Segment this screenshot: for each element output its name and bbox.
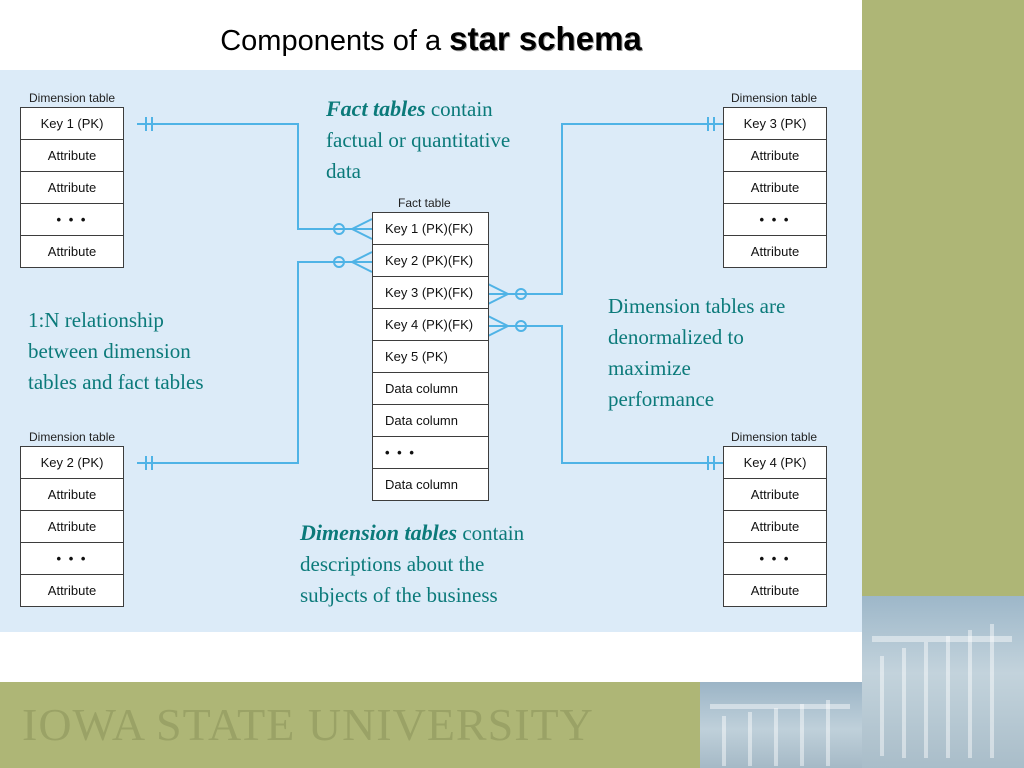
fact-tables-note-line1: contain: [430, 97, 493, 121]
title-prefix: Components of a: [220, 25, 442, 57]
sidebar-band: [862, 0, 1024, 596]
title-emphasis: star schema: [449, 20, 642, 57]
table-row: Data column: [373, 405, 488, 437]
table-row: Attribute: [750, 583, 800, 598]
table-row: • • •: [21, 543, 123, 575]
relationship-note: 1:N relationship between dimension table…: [28, 305, 204, 398]
table-row: Attribute: [724, 172, 826, 204]
table-row: Key 3 (PK): [724, 108, 826, 140]
table-row: Attribute: [724, 140, 826, 172]
dimension-tables-note-line3: subjects of the business: [300, 583, 498, 607]
fact-tables-note-line2: factual or quantitative: [326, 128, 511, 152]
dimension-table-3-caption: Dimension table: [731, 91, 818, 105]
table-row: Key 5 (PK): [373, 341, 488, 373]
table-row: Attribute: [21, 479, 123, 511]
fact-tables-note-emphasis: Fact tables: [326, 96, 426, 121]
university-wordmark: IOWA STATE UNIVERSITY: [22, 699, 594, 750]
footer-building-photo: [700, 682, 862, 768]
denormalized-note-line2: denormalized to: [608, 325, 744, 349]
table-row: Attribute: [724, 479, 826, 511]
table-row: • • •: [724, 543, 826, 575]
table-row: • • •: [21, 204, 123, 236]
table-row: Key 2 (PK)(FK): [373, 245, 488, 277]
table-row: Key 3 (PK)(FK): [373, 277, 488, 309]
relationship-note-line3: tables and fact tables: [28, 370, 204, 394]
dimension-table-4-caption: Dimension table: [731, 430, 818, 444]
table-row: • • •: [724, 204, 826, 236]
page-title: Components of a star schema: [0, 20, 862, 58]
table-row: Attribute: [724, 511, 826, 543]
dimension-table-3: Key 3 (PK) Attribute Attribute • • • Att…: [723, 107, 827, 268]
footer-band: IOWA STATE UNIVERSITY: [0, 682, 862, 768]
relationship-note-line2: between dimension: [28, 339, 191, 363]
table-row: Key 2 (PK): [21, 447, 123, 479]
table-row: Attribute: [47, 244, 97, 259]
dimension-tables-note-line2: descriptions about the: [300, 552, 485, 576]
denormalized-note: Dimension tables are denormalized to max…: [608, 291, 785, 415]
fact-table: Key 1 (PK)(FK) Key 2 (PK)(FK) Key 3 (PK)…: [372, 212, 489, 501]
building-photo: [862, 596, 1024, 768]
table-row: Attribute: [21, 511, 123, 543]
table-row: • • •: [373, 437, 488, 469]
table-row: Data column: [385, 477, 458, 492]
fact-table-caption: Fact table: [398, 196, 451, 210]
table-row: Attribute: [750, 244, 800, 259]
fact-tables-note-line3: data: [326, 159, 361, 183]
table-row: Data column: [373, 373, 488, 405]
denormalized-note-line4: performance: [608, 387, 715, 411]
dimension-table-2-caption: Dimension table: [29, 430, 116, 444]
denormalized-note-line1: Dimension tables are: [608, 294, 786, 318]
relationship-note-line1: 1:N relationship: [28, 308, 164, 332]
denormalized-note-line3: maximize: [608, 356, 691, 380]
dimension-tables-note-emphasis: Dimension tables: [300, 520, 458, 545]
table-row: Key 1 (PK)(FK): [373, 213, 488, 245]
connector-key3: [488, 123, 723, 295]
table-row: Attribute: [21, 140, 123, 172]
dimension-tables-note-line1: contain: [462, 521, 525, 545]
table-row: Key 4 (PK): [724, 447, 826, 479]
table-row: Key 4 (PK)(FK): [373, 309, 488, 341]
dimension-table-1-caption: Dimension table: [29, 91, 116, 105]
table-row: Attribute: [21, 172, 123, 204]
dimension-tables-note: Dimension tables contain descriptions ab…: [300, 517, 524, 611]
table-row: Attribute: [47, 583, 97, 598]
fact-tables-note: Fact tables contain factual or quantitat…: [326, 93, 510, 187]
dimension-table-1: Key 1 (PK) Attribute Attribute • • • Att…: [20, 107, 124, 268]
dimension-table-2: Key 2 (PK) Attribute Attribute • • • Att…: [20, 446, 124, 607]
dimension-table-4: Key 4 (PK) Attribute Attribute • • • Att…: [723, 446, 827, 607]
table-row: Key 1 (PK): [21, 108, 123, 140]
